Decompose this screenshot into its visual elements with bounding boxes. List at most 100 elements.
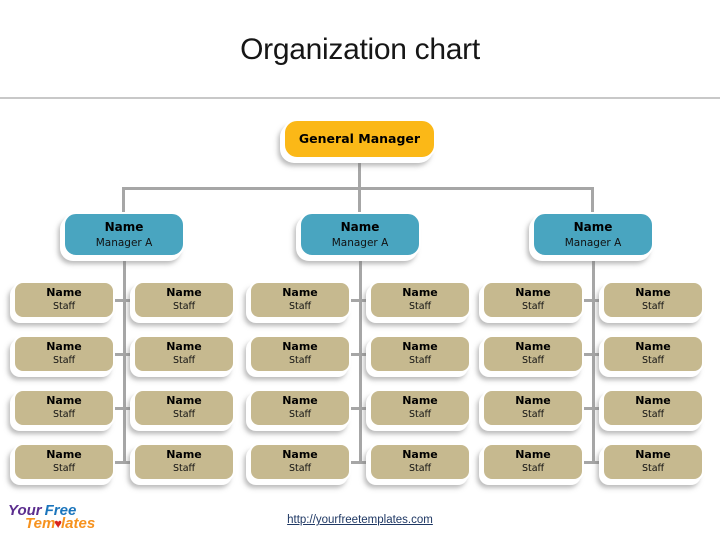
- staff-role: Staff: [52, 301, 76, 313]
- general-manager-box[interactable]: General Manager: [283, 119, 436, 159]
- connector-line: [349, 352, 371, 356]
- connector-line: [582, 298, 604, 302]
- manager-role: Manager A: [95, 236, 153, 249]
- logo-word-free: Free: [44, 502, 77, 519]
- staff-name: Name: [635, 340, 671, 354]
- staff-name: Name: [166, 286, 202, 300]
- staff-role: Staff: [408, 409, 432, 421]
- connector-line: [358, 256, 362, 464]
- staff-role: Staff: [641, 463, 665, 475]
- staff-name: Name: [402, 394, 438, 408]
- staff-role: Staff: [408, 301, 432, 313]
- manager-role: Manager A: [564, 236, 622, 249]
- staff-role: Staff: [172, 463, 196, 475]
- staff-name: Name: [635, 394, 671, 408]
- manager-name: Name: [573, 220, 613, 235]
- manager-name: Name: [104, 220, 144, 235]
- staff-role: Staff: [408, 355, 432, 367]
- manager-role: Manager A: [331, 236, 389, 249]
- staff-name: Name: [282, 340, 318, 354]
- connector-line: [113, 406, 135, 410]
- staff-name: Name: [46, 394, 82, 408]
- logo-word-templates-suffix: lates: [61, 515, 96, 532]
- staff-name: Name: [282, 394, 318, 408]
- staff-role: Staff: [52, 463, 76, 475]
- slide-title: Organization chart: [240, 33, 480, 66]
- connector-line: [113, 460, 135, 464]
- staff-name: Name: [635, 286, 671, 300]
- staff-role: Staff: [408, 463, 432, 475]
- manager-box-3[interactable]: Name Manager A: [532, 212, 654, 257]
- connector-line: [349, 406, 371, 410]
- staff-role: Staff: [172, 355, 196, 367]
- footer-link[interactable]: http://yourfreetemplates.com: [287, 514, 433, 526]
- staff-name: Name: [402, 286, 438, 300]
- manager-box-2[interactable]: Name Manager A: [299, 212, 421, 257]
- staff-name: Name: [515, 394, 551, 408]
- connector-line: [113, 298, 135, 302]
- staff-role: Staff: [172, 301, 196, 313]
- staff-role: Staff: [521, 355, 545, 367]
- connector-line: [582, 460, 604, 464]
- manager-name: Name: [340, 220, 380, 235]
- logo-word-your: Your: [8, 502, 42, 519]
- manager-box-1[interactable]: Name Manager A: [63, 212, 185, 257]
- staff-role: Staff: [288, 463, 312, 475]
- staff-role: Staff: [521, 463, 545, 475]
- staff-name: Name: [166, 448, 202, 462]
- staff-name: Name: [515, 286, 551, 300]
- staff-role: Staff: [52, 355, 76, 367]
- staff-name: Name: [166, 340, 202, 354]
- title-divider: [0, 97, 720, 99]
- staff-role: Staff: [52, 409, 76, 421]
- staff-name: Name: [402, 448, 438, 462]
- connector-drop-left: [122, 187, 125, 213]
- staff-role: Staff: [288, 355, 312, 367]
- connector-line: [591, 256, 595, 464]
- connector-line: [349, 298, 371, 302]
- staff-name: Name: [402, 340, 438, 354]
- staff-name: Name: [515, 340, 551, 354]
- general-manager-label: General Manager: [298, 130, 421, 146]
- staff-name: Name: [282, 448, 318, 462]
- staff-role: Staff: [172, 409, 196, 421]
- connector-line: [122, 256, 126, 464]
- staff-name: Name: [635, 448, 671, 462]
- logo-line-2: Tem♥lates: [25, 516, 95, 531]
- staff-name: Name: [46, 340, 82, 354]
- connector-drop-right: [591, 187, 594, 213]
- staff-name: Name: [46, 286, 82, 300]
- connector-line: [113, 352, 135, 356]
- heart-icon: ♥: [54, 516, 63, 531]
- connector-trunk: [358, 157, 361, 189]
- staff-name: Name: [515, 448, 551, 462]
- staff-role: Staff: [521, 301, 545, 313]
